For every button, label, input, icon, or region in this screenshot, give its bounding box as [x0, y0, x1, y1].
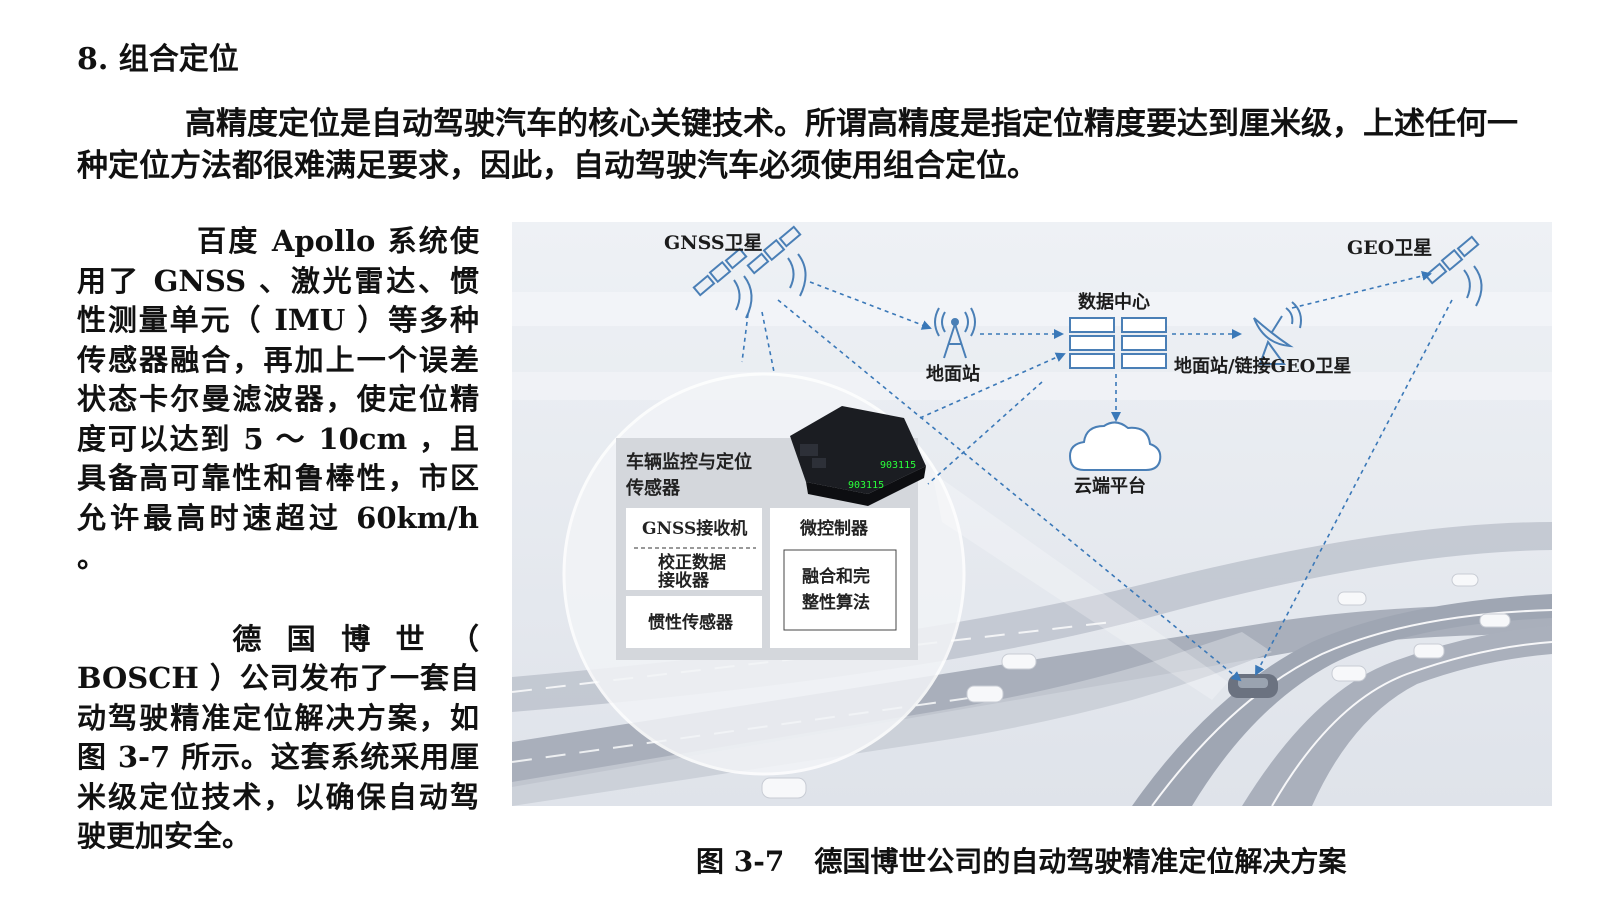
- figure-3-7: GNSS卫星 GEO卫星 地面站 数据中心: [512, 222, 1552, 806]
- signal-waves: [787, 253, 807, 297]
- signal-waves: [1463, 265, 1483, 307]
- device-code: 903115: [848, 480, 884, 491]
- antenna-icon: [934, 307, 976, 359]
- inertial-sensor-block: [626, 596, 762, 648]
- road: [1132, 594, 1552, 806]
- ground-station-geo-label: 地面站/链接GEO卫星: [1174, 355, 1351, 377]
- server-icon: [1069, 317, 1167, 369]
- traffic-cars: [761, 573, 1511, 799]
- intro-paragraph: 高精度定位是自动驾驶汽车的核心关键技术。所谓高精度是指定位精度要达到厘米级，上述…: [77, 103, 1537, 187]
- arrow-unit-to-center: [919, 352, 1066, 419]
- target-car: [1228, 674, 1278, 698]
- car: [1451, 573, 1479, 587]
- figure-caption: 图 3-7 德国博世公司的自动驾驶精准定位解决方案: [696, 840, 1346, 880]
- bosch-paragraph: 德国博世（ BOSCH ）公司发布了一套自动驾驶精准定位解决方案，如图 3-7 …: [77, 620, 479, 857]
- fusion-block: [783, 549, 897, 631]
- car: [1331, 665, 1367, 682]
- microcontroller-label: 微控制器: [799, 518, 869, 539]
- correction-receiver-line2: 接收器: [658, 570, 710, 591]
- signal-arrows: [741, 271, 1453, 682]
- gnss-receiver-label: GNSS接收机: [642, 518, 747, 539]
- gnss-satellite-label: GNSS卫星: [664, 232, 763, 254]
- correction-receiver-line1: 校正数据: [658, 552, 726, 573]
- car: [1479, 613, 1511, 628]
- gnss-beams: [741, 311, 775, 373]
- left-column: 百度 Apollo 系统使用了 GNSS 、激光雷达、惯性测量单元（ IMU ）…: [77, 222, 479, 857]
- caption-text: 德国博世公司的自动驾驶精准定位解决方案: [814, 845, 1347, 878]
- arrow-geo-to-car: [1255, 299, 1453, 676]
- caption-number: 图 3-7: [696, 845, 785, 878]
- gnss-receiver-block: [626, 508, 762, 590]
- car: [1337, 591, 1367, 606]
- positioning-diagram: GNSS卫星 GEO卫星 地面站 数据中心: [512, 222, 1552, 806]
- background-band: [512, 372, 1552, 400]
- geo-satellite-icon: [1424, 235, 1483, 307]
- sensor-device-icon: 903115 903115: [790, 406, 926, 506]
- apollo-text: 百度 Apollo 系统使用了 GNSS 、激光雷达、惯性测量单元（ IMU ）…: [77, 224, 479, 574]
- road: [1242, 626, 1552, 806]
- device-code: 903115: [880, 460, 916, 471]
- arrow-gnss-to-station: [809, 281, 932, 330]
- unit-title-line1: 车辆监控与定位: [626, 451, 752, 473]
- lane-marking: [1151, 609, 1552, 806]
- car: [966, 685, 1004, 703]
- car-window: [1238, 678, 1268, 688]
- inertial-sensor-label: 惯性传感器: [648, 612, 734, 633]
- background-band: [512, 292, 1552, 326]
- geo-satellite-label: GEO卫星: [1347, 237, 1432, 259]
- apollo-paragraph: 百度 Apollo 系统使用了 GNSS 、激光雷达、惯性测量单元（ IMU ）…: [77, 222, 479, 578]
- arrow-link: [927, 381, 1043, 485]
- fusion-line2: 整性算法: [802, 592, 870, 613]
- ground-station-label: 地面站: [926, 363, 980, 385]
- fusion-line1: 融合和完: [802, 566, 870, 587]
- unit-title-line2: 传感器: [625, 477, 681, 499]
- data-center-label: 数据中心: [1078, 291, 1150, 313]
- car: [1413, 643, 1445, 659]
- section-heading: 8. 组合定位: [77, 42, 239, 77]
- magnifier-beam: [932, 472, 1228, 700]
- cloud-icon: [1068, 421, 1162, 471]
- lane-marking: [1271, 641, 1552, 806]
- bosch-text: 德国博世（ BOSCH ）公司发布了一套自动驾驶精准定位解决方案，如图 3-7 …: [77, 621, 479, 854]
- sensor-unit-panel: 车辆监控与定位 传感器 GNSS接收机 校正数据 接收器 惯性传感器 微控制器 …: [616, 406, 926, 660]
- car: [761, 777, 807, 799]
- cloud-platform-label: 云端平台: [1074, 475, 1146, 497]
- arrow-gnss-to-car: [777, 299, 1242, 682]
- gnss-satellite-icon: [692, 225, 807, 319]
- satellite-dish-icon: [1253, 301, 1302, 365]
- car: [1001, 653, 1037, 670]
- intro-text: 高精度定位是自动驾驶汽车的核心关键技术。所谓高精度是指定位精度要达到厘米级，上述…: [77, 106, 1518, 184]
